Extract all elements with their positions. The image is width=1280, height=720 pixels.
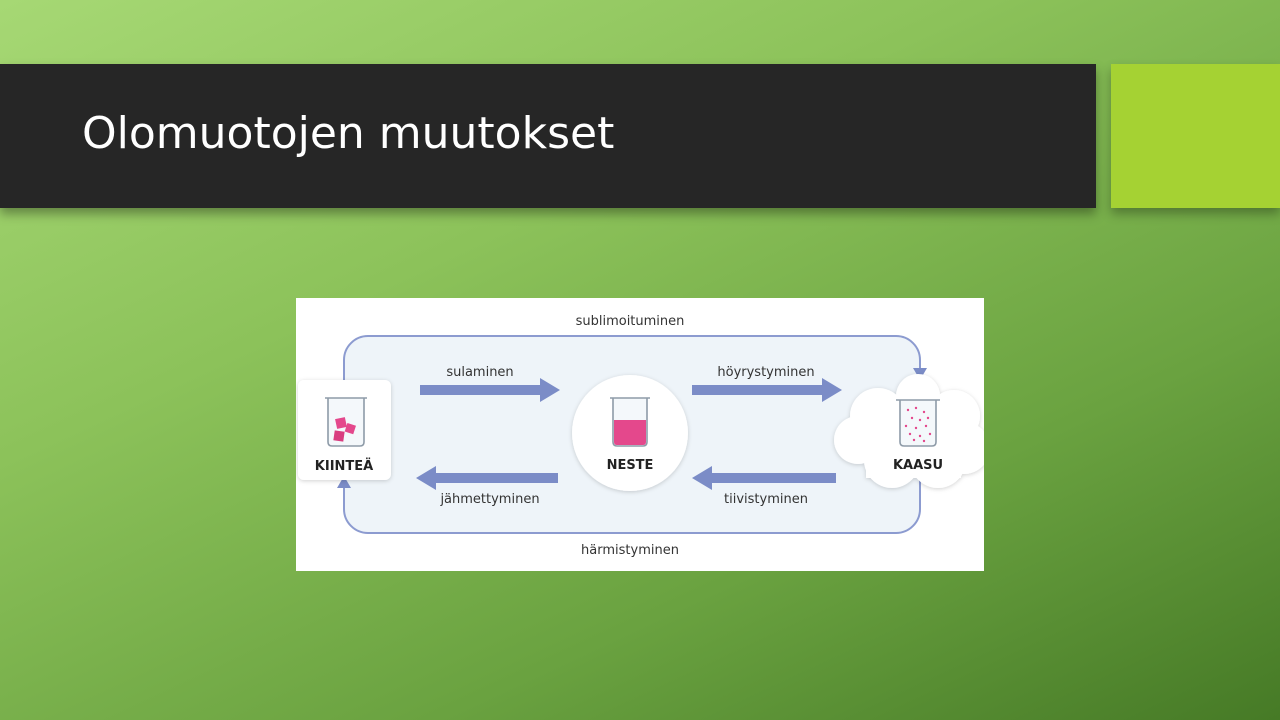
label-condensation: tiivistyminen: [724, 492, 808, 507]
label-vaporization: höyrystyminen: [717, 365, 814, 380]
condensation-arrow: [692, 466, 836, 490]
phase-change-diagram: KIINTEÄ NESTE: [296, 298, 984, 571]
melting-arrow: [420, 378, 560, 402]
label-sublimation: sublimoituminen: [576, 314, 685, 329]
title-bar: [0, 64, 1096, 208]
vaporization-arrow: [692, 378, 842, 402]
beaker-with-particles-icon: [896, 399, 940, 447]
label-freezing: jähmettyminen: [439, 492, 539, 507]
deposition-arrowhead: [337, 476, 351, 488]
label-melting: sulaminen: [446, 365, 513, 380]
label-deposition: härmistyminen: [581, 543, 679, 558]
accent-box: [1111, 64, 1280, 208]
beaker-with-liquid-icon: [610, 397, 650, 447]
sublimation-arrowhead: [913, 368, 927, 380]
state-label-gas: KAASU: [893, 458, 943, 473]
state-liquid: NESTE: [572, 375, 688, 491]
state-label-liquid: NESTE: [607, 458, 654, 473]
freezing-arrow: [416, 466, 558, 490]
beaker-with-cubes-icon: [325, 397, 367, 447]
slide-title: Olomuotojen muutokset: [82, 108, 615, 159]
state-label-solid: KIINTEÄ: [315, 458, 373, 474]
state-solid: KIINTEÄ: [298, 380, 391, 480]
